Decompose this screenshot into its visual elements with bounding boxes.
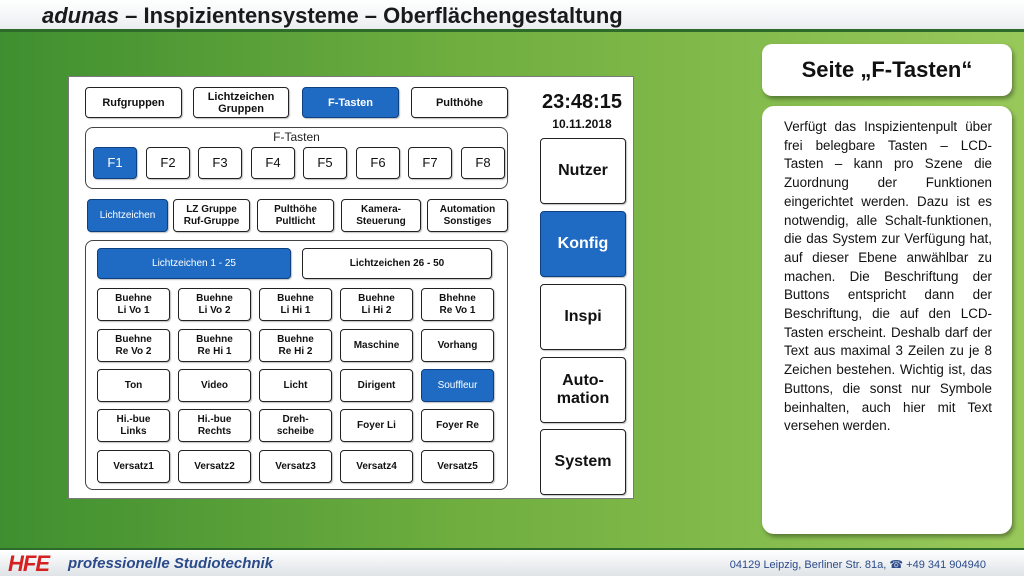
f-keys-panel-label: F-Tasten <box>273 130 320 144</box>
info-description: Verfügt das Inspizientenpult über frei b… <box>784 119 992 434</box>
info-heading-text: Seite „F-Tasten“ <box>801 57 973 82</box>
nav-system-button[interactable]: System <box>540 429 626 495</box>
grid-button[interactable]: Hi.-bue Links <box>97 409 170 442</box>
company-address: 04129 Leipzig, Berliner Str. 81a, ☎ +49 … <box>729 559 986 571</box>
footer: HFE professionelle Studiotechnik 04129 L… <box>0 548 1024 576</box>
f-key-f2[interactable]: F2 <box>146 147 190 179</box>
nav-inspi-button[interactable]: Inspi <box>540 284 626 350</box>
grid-button[interactable]: Dreh- scheibe <box>259 409 332 442</box>
nav-konfig-button[interactable]: Konfig <box>540 211 626 277</box>
grid-button[interactable]: Buehne Li Vo 1 <box>97 288 170 321</box>
slide-title-text: – Inspizientensysteme – Oberflächengesta… <box>119 3 623 28</box>
grid-button[interactable]: Vorhang <box>421 329 494 362</box>
clock-date: 10.11.2018 <box>552 117 612 131</box>
grid-button[interactable]: Versatz4 <box>340 450 413 483</box>
grid-button[interactable]: Buehne Li Vo 2 <box>178 288 251 321</box>
f-key-f1[interactable]: F1 <box>93 147 137 179</box>
tab-lichtzeichen-gruppen[interactable]: Lichtzeichen Gruppen <box>193 87 289 118</box>
grid-button[interactable]: Buehne Li Hi 1 <box>259 288 332 321</box>
brand-name: adunas <box>42 3 120 28</box>
grid-button[interactable]: Dirigent <box>340 369 413 402</box>
grid-button[interactable]: Buehne Re Hi 2 <box>259 329 332 362</box>
grid-button[interactable]: Video <box>178 369 251 402</box>
tab-f-tasten[interactable]: F-Tasten <box>302 87 399 118</box>
info-heading: Seite „F-Tasten“ <box>762 44 1012 96</box>
grid-button[interactable]: Hi.-bue Rechts <box>178 409 251 442</box>
f-key-f7[interactable]: F7 <box>408 147 452 179</box>
range-tab-1-25[interactable]: Lichtzeichen 1 - 25 <box>97 248 291 279</box>
grid-button[interactable]: Maschine <box>340 329 413 362</box>
assignment-panel <box>85 240 508 490</box>
grid-button[interactable]: Foyer Li <box>340 409 413 442</box>
grid-button[interactable]: Bhehne Re Vo 1 <box>421 288 494 321</box>
clock-time: 23:48:15 <box>541 91 623 113</box>
tab-rufgruppen[interactable]: Rufgruppen <box>85 87 182 118</box>
grid-button[interactable]: Versatz5 <box>421 450 494 483</box>
ui-screenshot: Rufgruppen Lichtzeichen Gruppen F-Tasten… <box>68 76 634 499</box>
hfe-logo: HFE <box>8 551 50 576</box>
grid-button[interactable]: Buehne Re Vo 2 <box>97 329 170 362</box>
category-automation[interactable]: Automation Sonstiges <box>427 199 508 232</box>
company-tagline: professionelle Studiotechnik <box>68 555 274 572</box>
grid-button[interactable]: Versatz3 <box>259 450 332 483</box>
grid-button[interactable]: Foyer Re <box>421 409 494 442</box>
range-tab-26-50[interactable]: Lichtzeichen 26 - 50 <box>302 248 492 279</box>
category-pulthoehe[interactable]: Pulthöhe Pultlicht <box>257 199 334 232</box>
slide-title: adunas – Inspizientensysteme – Oberfläch… <box>42 3 623 29</box>
category-lichtzeichen[interactable]: Lichtzeichen <box>87 199 168 232</box>
grid-button-souffleur[interactable]: Souffleur <box>421 369 494 402</box>
category-kamera[interactable]: Kamera- Steuerung <box>341 199 421 232</box>
grid-button[interactable]: Buehne Re Hi 1 <box>178 329 251 362</box>
title-divider <box>0 29 1024 32</box>
grid-button[interactable]: Licht <box>259 369 332 402</box>
grid-button[interactable]: Ton <box>97 369 170 402</box>
nav-nutzer-button[interactable]: Nutzer <box>540 138 626 204</box>
f-key-f8[interactable]: F8 <box>461 147 505 179</box>
info-text-box: Verfügt das Inspizientenpult über frei b… <box>762 106 1012 534</box>
f-key-f4[interactable]: F4 <box>251 147 295 179</box>
f-key-f3[interactable]: F3 <box>198 147 242 179</box>
tab-pulthoehe[interactable]: Pulthöhe <box>411 87 508 118</box>
title-bar: adunas – Inspizientensysteme – Oberfläch… <box>0 0 1024 32</box>
grid-button[interactable]: Buehne Li Hi 2 <box>340 288 413 321</box>
category-lz-gruppe[interactable]: LZ Gruppe Ruf-Gruppe <box>173 199 250 232</box>
grid-button[interactable]: Versatz1 <box>97 450 170 483</box>
nav-automation-button[interactable]: Auto- mation <box>540 357 626 423</box>
grid-button[interactable]: Versatz2 <box>178 450 251 483</box>
f-key-f6[interactable]: F6 <box>356 147 400 179</box>
f-key-f5[interactable]: F5 <box>303 147 347 179</box>
